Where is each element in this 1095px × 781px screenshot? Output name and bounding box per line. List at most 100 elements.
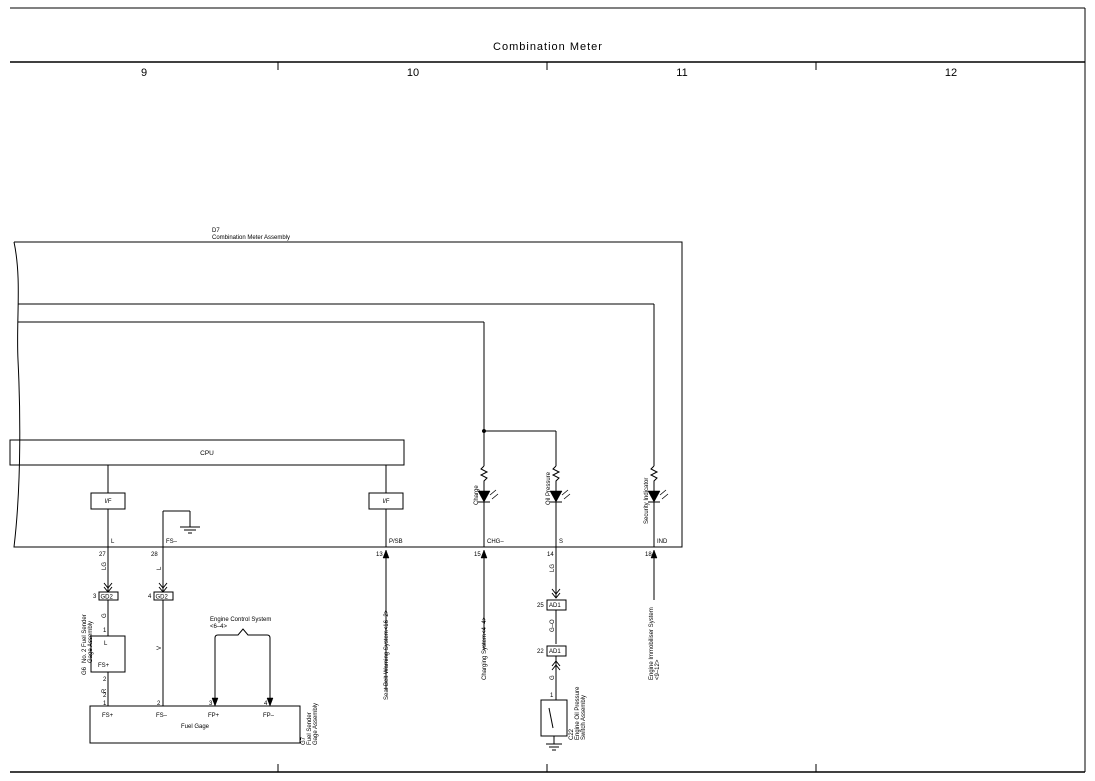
terminal-ind: IND <box>657 539 668 545</box>
page-title: Combination Meter <box>493 41 603 53</box>
led-oil-icon <box>549 490 563 503</box>
sender-name-line1: No. 2 Fuel Sender <box>82 614 88 663</box>
connector-pin: 4 <box>148 594 152 600</box>
indicator-oil-label: Oil Pressure <box>546 471 552 505</box>
pin-number: 13 <box>376 552 383 558</box>
pin-number: 4 <box>264 701 268 707</box>
wire-color-label: G <box>550 675 556 680</box>
wire-color-label: LG <box>102 562 108 570</box>
connector-chevron <box>159 583 167 588</box>
fuel-gage-terminal: FP+ <box>208 713 220 719</box>
resistor-oil <box>553 466 559 491</box>
if-label-left: I/F <box>105 499 112 505</box>
connector-name: GD2 <box>156 595 169 601</box>
connector-ad1-top <box>547 600 566 610</box>
pin-number: 1 <box>103 628 107 634</box>
fuel-gage-label: Fuel Gage <box>181 724 210 730</box>
ground-icon <box>546 744 562 750</box>
wire-color-label: R <box>102 688 108 693</box>
resistor-charge <box>481 466 487 491</box>
pin-number: 3 <box>209 701 213 707</box>
led-security-icon <box>647 490 661 503</box>
arrow-up-icon <box>382 549 390 559</box>
led-charge-icon <box>477 490 491 503</box>
connector-chevron <box>104 587 112 592</box>
oil-switch-contact <box>549 708 553 728</box>
connector-name: AD1 <box>549 603 561 609</box>
connector-name: GD2 <box>101 595 114 601</box>
oil-switch-name-line2: Switch Assembly <box>581 695 587 740</box>
column-label: 11 <box>676 67 687 79</box>
fuel-gage-terminal: FP– <box>263 713 275 719</box>
pin-number: 2 <box>157 701 161 707</box>
terminal-l: L <box>111 539 115 545</box>
column-label: 10 <box>407 67 419 79</box>
connector-pin: 25 <box>537 603 544 609</box>
connector-name: AD1 <box>549 649 561 655</box>
oil-switch-name-line1: Engine Oil Pressure <box>575 686 581 740</box>
pin-number: 2 <box>103 677 107 683</box>
connector-pin: 3 <box>93 594 97 600</box>
sender-terminal: FS+ <box>98 663 110 669</box>
pin-number: 18 <box>645 552 652 558</box>
engine-control-brace <box>215 629 270 645</box>
indicator-charge-label: Charge <box>474 485 480 505</box>
pin-number: 1 <box>103 701 107 707</box>
arrow-down-icon <box>266 697 274 707</box>
sender-name-line2: Gage Assembly <box>88 621 94 663</box>
ref-seat-belt: Seat Belt Warning System<16–2> <box>384 609 390 700</box>
assembly-name: Combination Meter Assembly <box>212 235 290 241</box>
junction-dot <box>482 429 486 433</box>
connector-chevron <box>552 593 560 598</box>
cpu-box <box>10 440 404 465</box>
sender-id: G6 <box>82 666 88 675</box>
arrow-up-icon <box>480 549 488 559</box>
connector-chevron <box>159 587 167 592</box>
wire-color-label: G–O <box>550 619 556 632</box>
connector-ad1-bottom <box>547 646 566 656</box>
arrow-up-icon <box>650 549 658 559</box>
connector-chevron <box>552 661 560 666</box>
assembly-id: D7 <box>212 228 220 234</box>
fuel-gage-name-line2: Gage Assembly <box>313 703 319 745</box>
connector-chevron <box>552 665 560 670</box>
ref-immobiliser-line2: <9–12> <box>655 659 661 680</box>
connector-pin: 22 <box>537 649 544 655</box>
ground-icon <box>180 527 200 533</box>
ref-charging: Charging System<4–4> <box>482 616 488 680</box>
pin-number: 1 <box>550 693 554 699</box>
connector-chevron <box>552 589 560 594</box>
oil-switch-box <box>541 700 567 736</box>
if-label-right: I/F <box>383 499 390 505</box>
engine-control-name: Engine Control System <box>210 617 271 623</box>
engine-control-ref: <6–4> <box>210 624 228 630</box>
ref-immobiliser-line1: Engine Immobiliser System <box>649 607 655 680</box>
fuel-gage-name-line1: Fuel Sender <box>307 712 313 745</box>
wire-color-label: V <box>157 646 163 650</box>
pin-number: 15 <box>474 552 481 558</box>
indicator-security-label: Security Indicator <box>644 478 650 524</box>
sender-pin-label: L <box>104 641 108 647</box>
terminal-s: S <box>559 539 563 545</box>
pin-number: 28 <box>151 552 158 558</box>
resistor-security <box>651 466 657 491</box>
assembly-outline <box>14 242 682 547</box>
fuel-gage-id: G7 <box>301 736 307 745</box>
wire-color-label: LG <box>550 564 556 572</box>
wire-color-label: G <box>102 613 108 618</box>
oil-switch-id: C22 <box>569 728 575 740</box>
fuel-gage-terminal: FS– <box>156 713 168 719</box>
fuel-gage-box <box>90 706 300 743</box>
terminal-psb: P/SB <box>389 539 403 545</box>
connector-chevron <box>104 583 112 588</box>
pin-number: 27 <box>99 552 106 558</box>
cpu-label: CPU <box>200 450 214 457</box>
pin-number: 14 <box>547 552 554 558</box>
column-label: 9 <box>141 67 147 79</box>
arrow-down-icon <box>211 697 219 707</box>
terminal-fs-minus: FS– <box>166 539 178 545</box>
column-label: 12 <box>945 67 957 79</box>
terminal-chg: CHG– <box>487 539 504 545</box>
